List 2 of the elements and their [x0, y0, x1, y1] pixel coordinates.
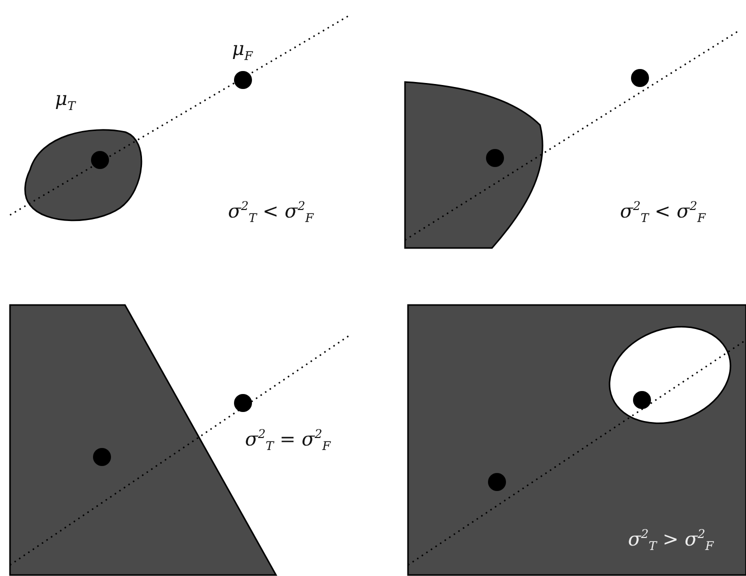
math-label: μ$_{F}$: [232, 40, 253, 62]
math-label: μ$_{T}$: [55, 90, 76, 112]
